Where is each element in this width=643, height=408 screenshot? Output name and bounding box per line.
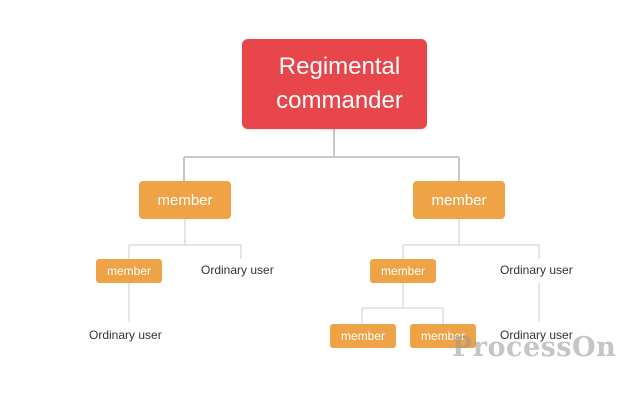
root-node-label: Regimental commander: [276, 50, 403, 118]
left-child-member-node[interactable]: member: [96, 259, 162, 283]
left-child-member-label: member: [106, 264, 151, 278]
root-node-regimental-commander[interactable]: Regimental commander: [242, 39, 427, 129]
right-grandchild-member-left-label: member: [340, 329, 385, 343]
left-child-ordinary-user[interactable]: Ordinary user: [201, 263, 274, 277]
left-member-node[interactable]: member: [139, 181, 231, 219]
root-label-line1: Regimental: [278, 53, 401, 80]
right-child-ordinary-user[interactable]: Ordinary user: [500, 263, 573, 277]
right-grandchild-member-left-node[interactable]: member: [330, 324, 396, 348]
level2-connectors: [128, 219, 540, 324]
right-grandchild-member-right-label: member: [420, 329, 465, 343]
level1-connectors: [183, 129, 460, 181]
left-grandchild-ordinary-user[interactable]: Ordinary user: [89, 328, 162, 342]
right-member-node[interactable]: member: [413, 181, 505, 219]
processon-watermark: ProcessOn: [452, 332, 617, 363]
right-child-member-node[interactable]: member: [370, 259, 436, 283]
right-child-member-label: member: [380, 264, 425, 278]
right-member-label: member: [431, 191, 487, 209]
right-grandchild-member-right-node[interactable]: member: [410, 324, 476, 348]
right-grandchild-ordinary-user[interactable]: Ordinary user: [500, 328, 573, 342]
left-member-label: member: [157, 191, 213, 209]
root-label-line2: commander: [276, 87, 403, 114]
